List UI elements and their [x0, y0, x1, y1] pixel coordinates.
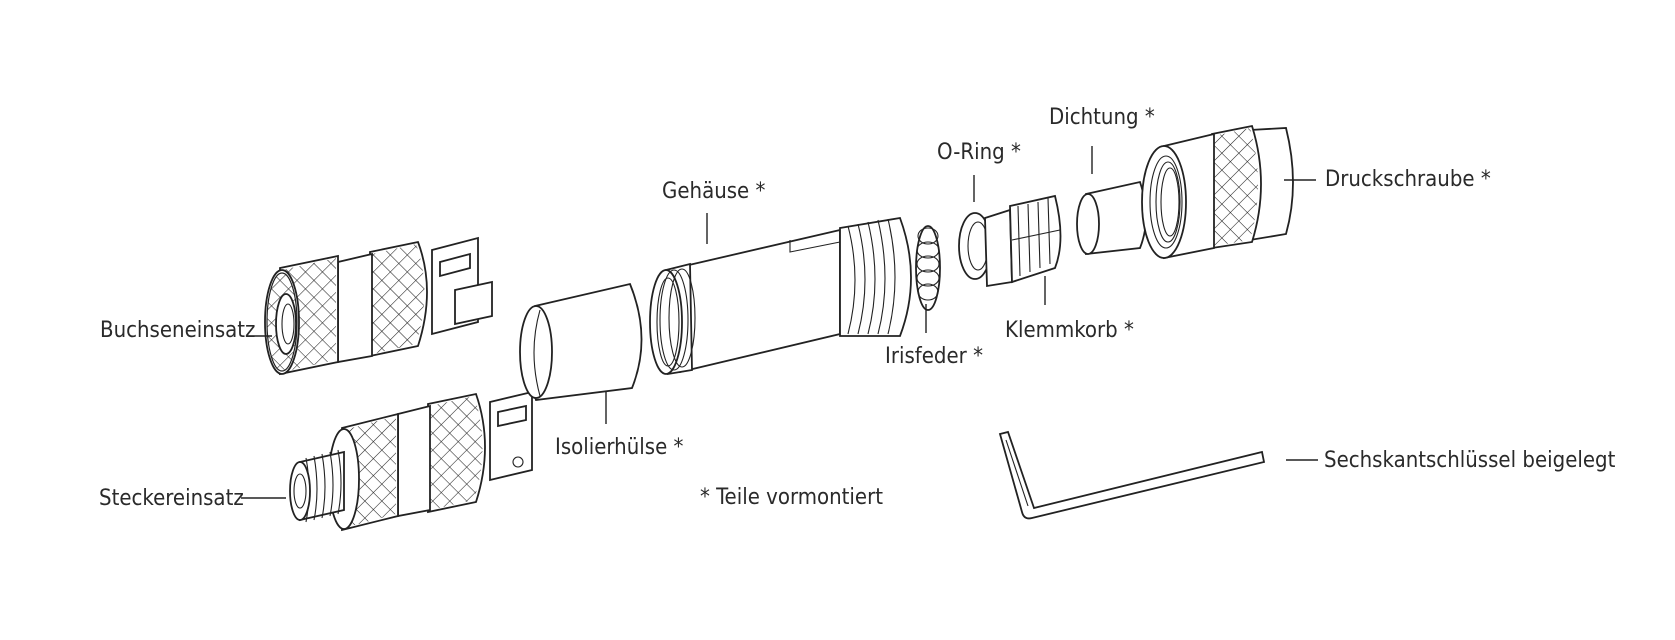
leader-lines [241, 146, 1318, 499]
male-insert-part [289, 390, 533, 532]
label-o-ring: O-Ring * [937, 140, 1021, 165]
iris-spring-part [915, 225, 941, 311]
label-dichtung: Dichtung * [1049, 105, 1155, 130]
label-note-preassembled: * Teile vormontiert [700, 485, 883, 510]
pressure-screw-part [1141, 124, 1294, 260]
label-irisfeder: Irisfeder * [885, 344, 983, 369]
label-sechskantschluessel: Sechskantschlüssel beigelegt [1324, 448, 1616, 473]
clamp-basket-part [984, 194, 1062, 288]
labels: Buchseneinsatz Steckereinsatz Isolierhül… [99, 105, 1616, 511]
label-steckereinsatz: Steckereinsatz [99, 486, 244, 511]
hex-key-part [998, 430, 1266, 520]
label-buchseneinsatz: Buchseneinsatz [100, 318, 255, 343]
label-druckschraube: Druckschraube * [1325, 167, 1491, 192]
female-insert-part [264, 236, 493, 376]
insulating-sleeve-part [519, 282, 643, 401]
label-isolierhuelse: Isolierhülse * [555, 435, 684, 460]
seal-part [1076, 180, 1147, 256]
o-ring-part [958, 212, 992, 280]
housing-part [649, 216, 912, 376]
label-gehaeuse: Gehäuse * [662, 179, 766, 204]
label-klemmkorb: Klemmkorb * [1005, 318, 1134, 343]
